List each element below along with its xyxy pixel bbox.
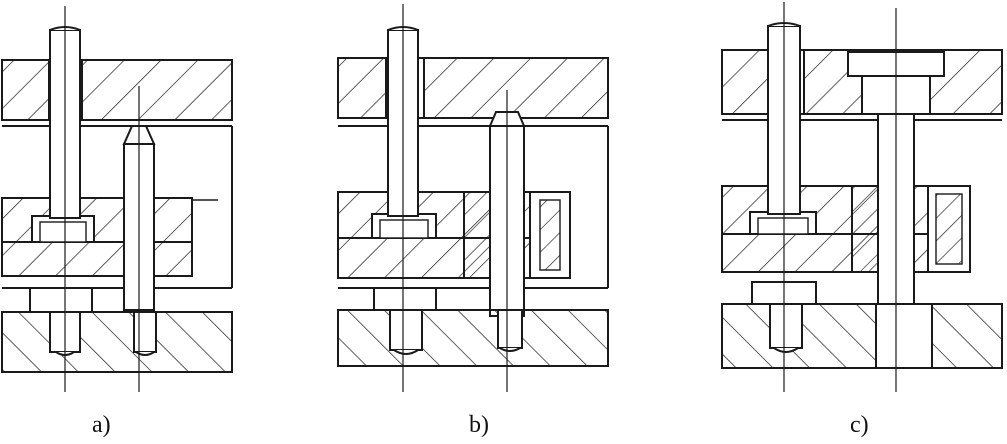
caption-c: c) bbox=[850, 412, 869, 438]
panel-c bbox=[721, 2, 1003, 392]
stripper-plate bbox=[1, 197, 193, 243]
die-plate bbox=[337, 309, 609, 367]
top-plate-left bbox=[721, 49, 769, 115]
punch-plate bbox=[1, 241, 193, 277]
top-plate-left bbox=[337, 57, 387, 119]
caption-b: b) bbox=[469, 412, 489, 438]
caption-a: a) bbox=[92, 412, 111, 438]
die-plate bbox=[721, 303, 1003, 369]
top-plate-right bbox=[423, 57, 609, 119]
top-plate-right bbox=[81, 59, 233, 121]
die-plate bbox=[1, 311, 233, 373]
top-plate-left bbox=[1, 59, 50, 121]
slug-block bbox=[373, 287, 437, 311]
panel-b bbox=[337, 4, 609, 392]
slug-block bbox=[29, 287, 93, 313]
panel-a bbox=[1, 6, 233, 392]
